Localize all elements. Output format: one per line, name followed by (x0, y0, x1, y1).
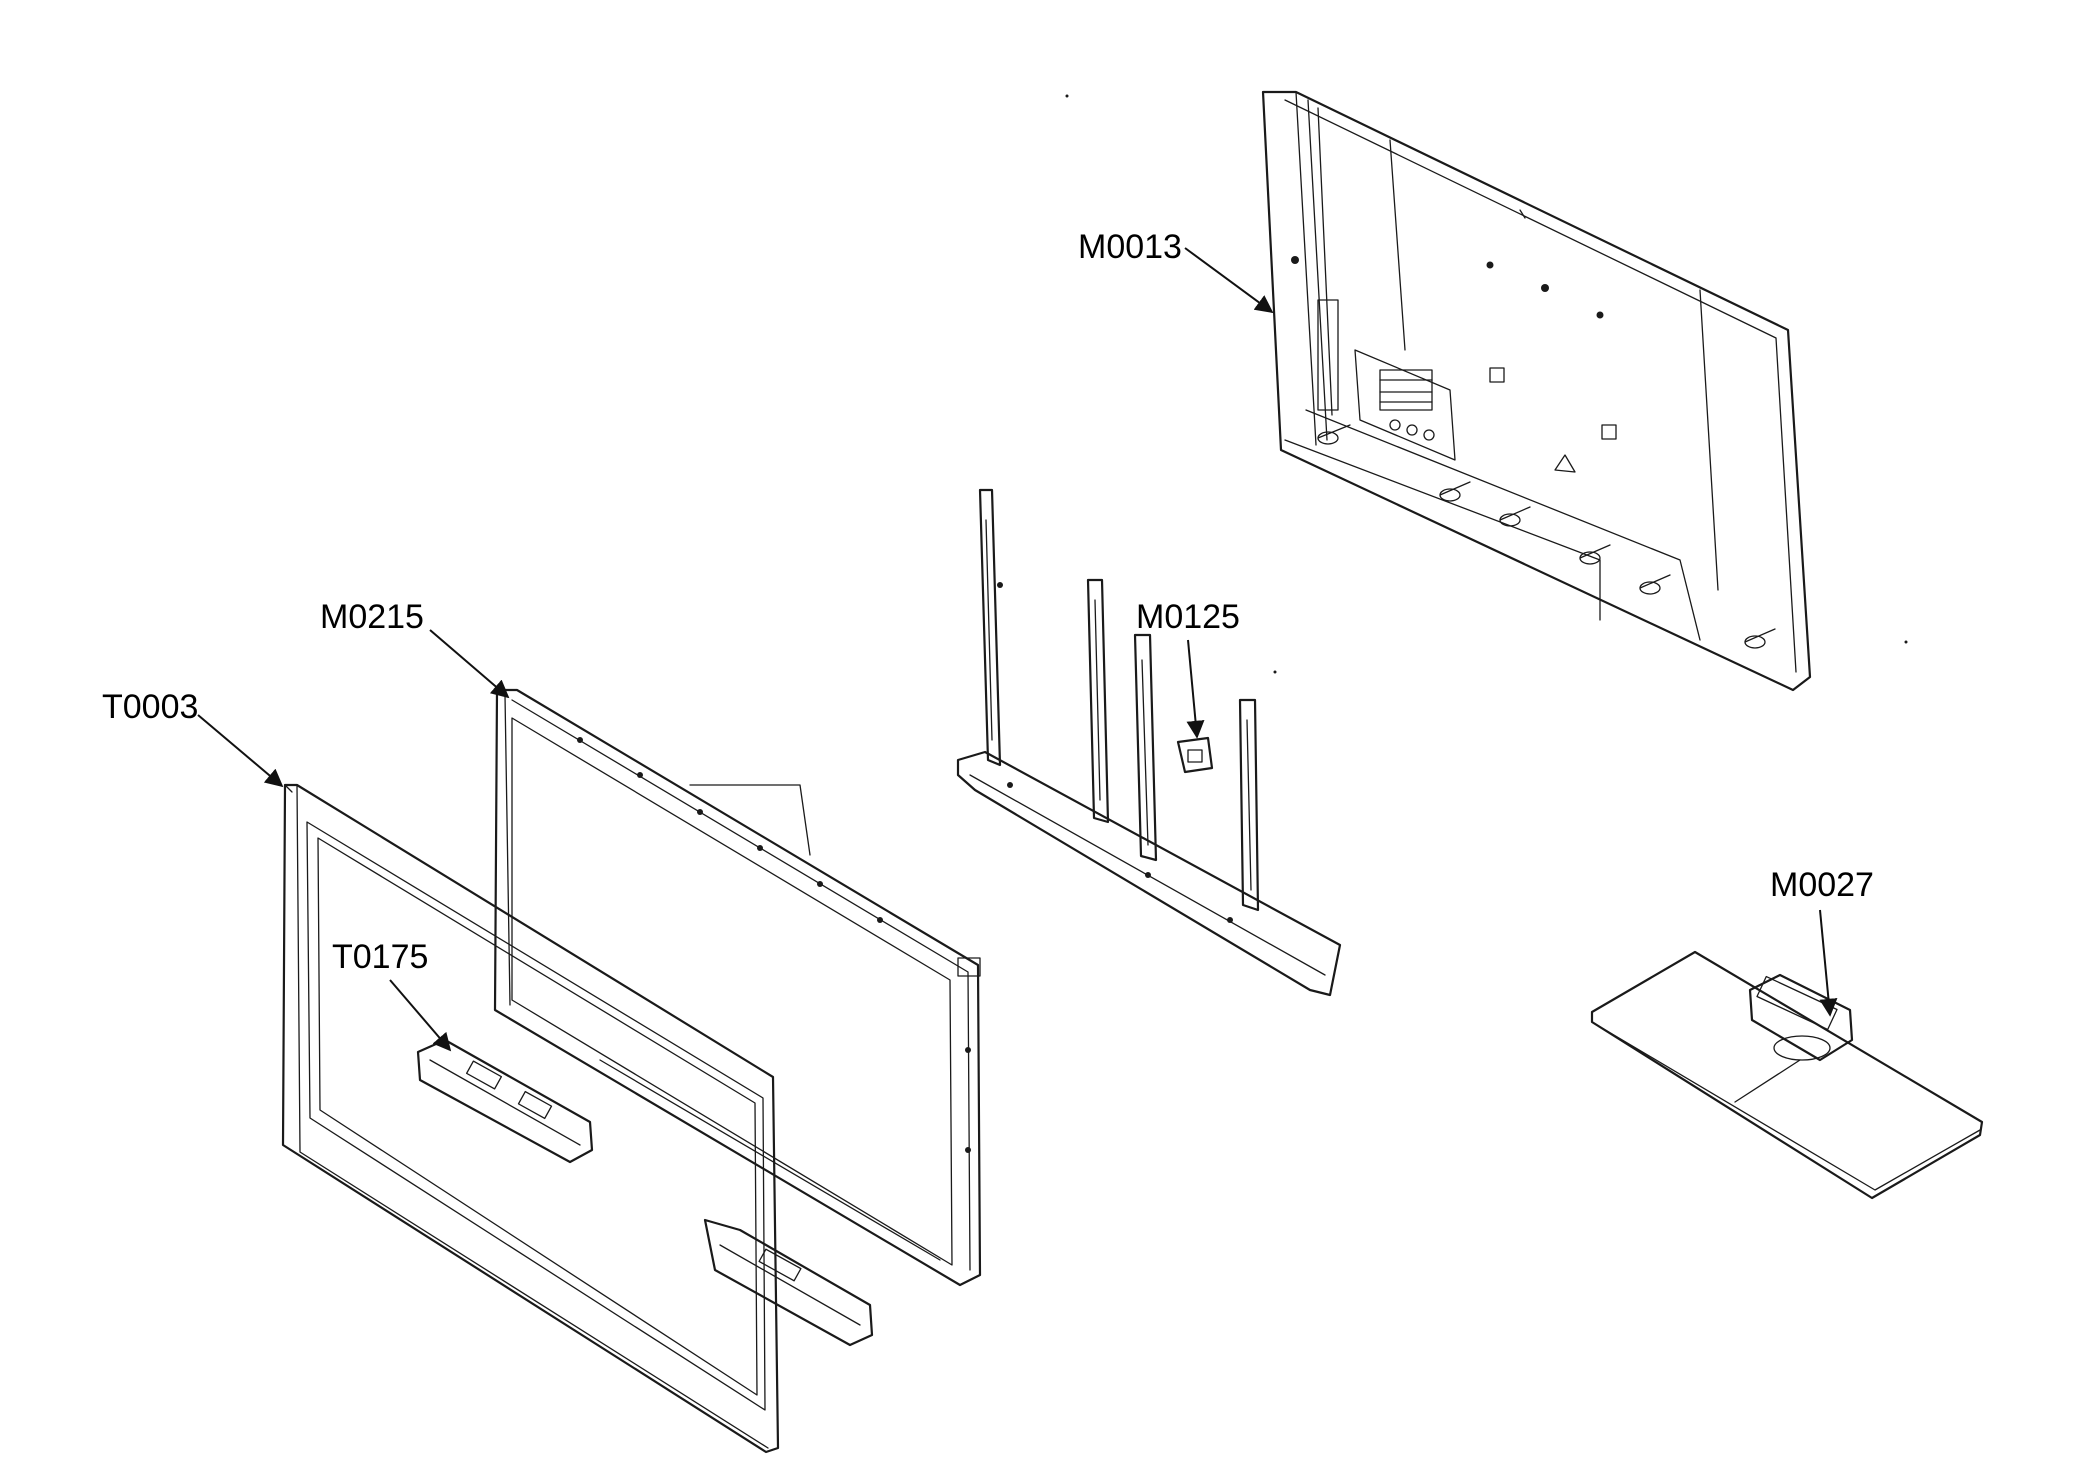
callout-m0125[interactable]: M0125 (1136, 598, 1240, 739)
callout-t0003-leader (197, 714, 284, 788)
speaker-right-part[interactable] (703, 1218, 874, 1347)
callout-m0013-leader (1184, 247, 1274, 314)
callout-t0175[interactable]: T0175 (332, 938, 452, 1052)
bracket-uprights (978, 488, 1260, 912)
callout-m0215-leader (429, 629, 510, 699)
callout-m0013[interactable]: M0013 (1078, 228, 1274, 314)
rear-cabinet-part[interactable] (1261, 90, 1812, 692)
bracket-assembly-part[interactable] (956, 488, 1342, 997)
callout-m0215[interactable]: M0215 (320, 598, 510, 699)
callout-m0027-label: M0027 (1770, 866, 1874, 904)
mounting-bosses (1317, 424, 1776, 649)
callout-m0027[interactable]: M0027 (1770, 866, 1874, 1017)
callout-t0003[interactable]: T0003 (102, 688, 284, 788)
callout-m0215-label: M0215 (320, 598, 424, 636)
lcd-panel-part[interactable] (493, 688, 982, 1287)
callout-m0013-label: M0013 (1078, 228, 1182, 266)
callout-m0027-leader (1819, 909, 1838, 1017)
callout-m0125-label: M0125 (1136, 598, 1240, 636)
stand-base-part[interactable] (1590, 950, 1984, 1200)
callout-t0175-label: T0175 (332, 938, 428, 976)
callout-t0003-label: T0003 (102, 688, 198, 726)
terminal-ports (1379, 369, 1435, 441)
bracket-clip (1176, 736, 1214, 774)
speaker-left-part[interactable] (416, 1038, 594, 1164)
callout-t0175-leader (389, 979, 452, 1052)
callout-m0125-leader (1186, 639, 1205, 739)
front-bezel-part[interactable] (281, 783, 780, 1454)
